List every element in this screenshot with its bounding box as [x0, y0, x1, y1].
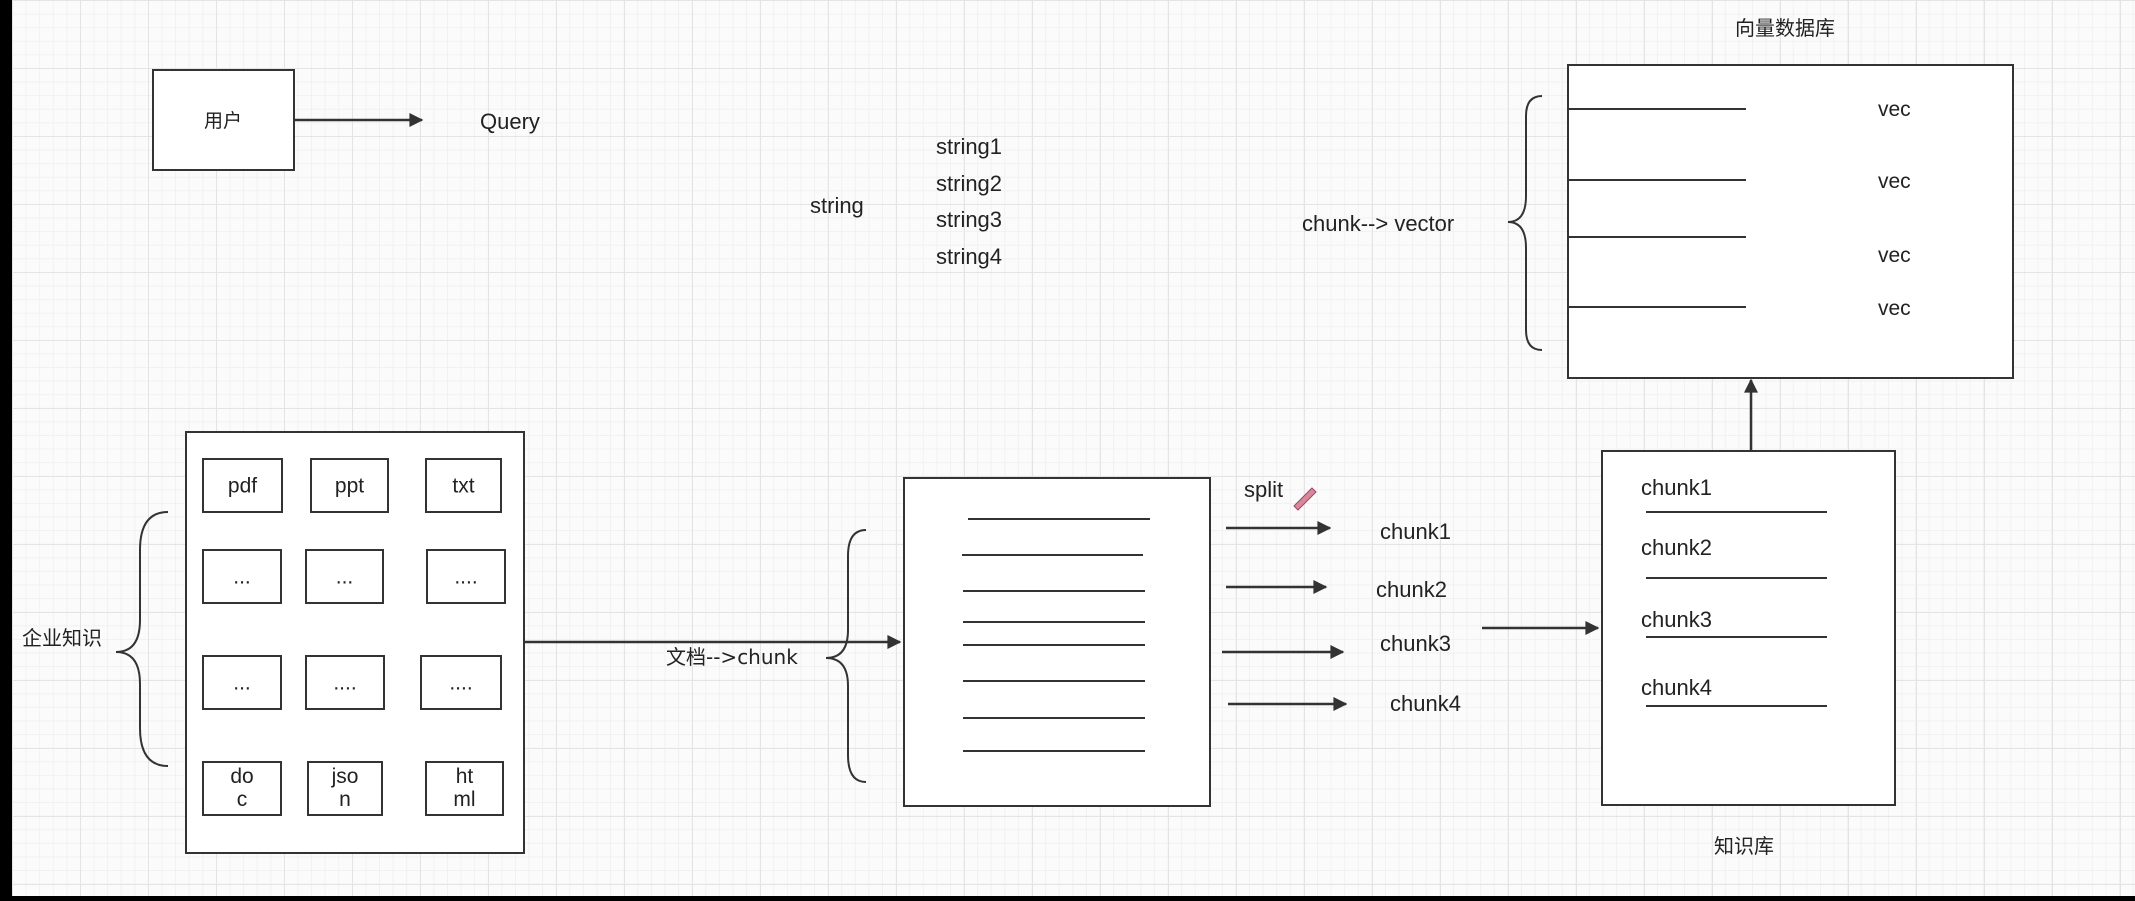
file-type-box[interactable] — [202, 655, 282, 710]
vector-db-box[interactable] — [1567, 64, 2014, 379]
kb-chunk-label: chunk3 — [1641, 607, 1712, 632]
split-label: split — [1244, 477, 1283, 502]
vec-label: vec — [1878, 244, 1911, 267]
file-type-box[interactable] — [202, 458, 283, 513]
file-type-label: ... — [233, 672, 251, 695]
file-type-box[interactable] — [305, 655, 385, 710]
diagram-canvas: 用户 Query string string1 string2 string3 … — [12, 0, 2135, 896]
string-label: string — [810, 193, 864, 218]
vec-label: vec — [1878, 297, 1911, 320]
chunk-label: chunk2 — [1376, 577, 1447, 602]
file-type-label: txt — [452, 475, 474, 498]
file-type-box[interactable] — [425, 458, 502, 513]
user-box[interactable] — [152, 69, 295, 171]
file-type-box[interactable] — [307, 761, 383, 816]
vec-label: vec — [1878, 98, 1911, 121]
file-type-box[interactable] — [420, 655, 502, 710]
enterprise-knowledge-label: 企业知识 — [22, 626, 102, 650]
chunk-to-vector-label: chunk--> vector — [1302, 211, 1454, 236]
file-type-box[interactable] — [425, 761, 504, 816]
vec-label: vec — [1878, 170, 1911, 193]
kb-chunk-label: chunk2 — [1641, 535, 1712, 560]
file-type-label: ppt — [335, 475, 364, 498]
file-type-label: ... — [233, 566, 251, 589]
kb-chunk-label: chunk1 — [1641, 475, 1712, 500]
string-item: string1 — [936, 134, 1002, 159]
file-type-box[interactable] — [202, 761, 282, 816]
user-label: 用户 — [204, 110, 242, 132]
knowledge-base-title: 知识库 — [1714, 834, 1774, 858]
enterprise-brace — [115, 511, 169, 767]
chunk-label: chunk4 — [1390, 691, 1461, 716]
doc-to-chunk-label: 文档-->chunk — [666, 645, 798, 669]
chunk-label: chunk3 — [1380, 631, 1451, 656]
string-item: string4 — [936, 244, 1002, 269]
file-type-box[interactable] — [305, 549, 384, 604]
file-type-label: .... — [333, 672, 356, 695]
file-type-box[interactable] — [202, 549, 282, 604]
file-type-label: pdf — [228, 475, 257, 498]
chunk-label: chunk1 — [1380, 519, 1451, 544]
vector-db-title: 向量数据库 — [1735, 16, 1835, 40]
document-box[interactable] — [903, 477, 1211, 807]
kb-chunk-label: chunk4 — [1641, 675, 1712, 700]
file-type-label: .... — [454, 566, 477, 589]
string-item: string3 — [936, 207, 1002, 232]
file-type-box[interactable] — [426, 549, 506, 604]
file-type-label: .... — [449, 672, 472, 695]
pen-cursor-icon — [1293, 487, 1317, 511]
vector-brace — [1507, 95, 1543, 351]
query-label: Query — [480, 109, 540, 134]
string-item: string2 — [936, 171, 1002, 196]
knowledge-base-box[interactable] — [1601, 450, 1896, 806]
doc-brace — [825, 529, 867, 783]
file-type-box[interactable] — [310, 458, 389, 513]
file-type-label: ... — [336, 566, 354, 589]
